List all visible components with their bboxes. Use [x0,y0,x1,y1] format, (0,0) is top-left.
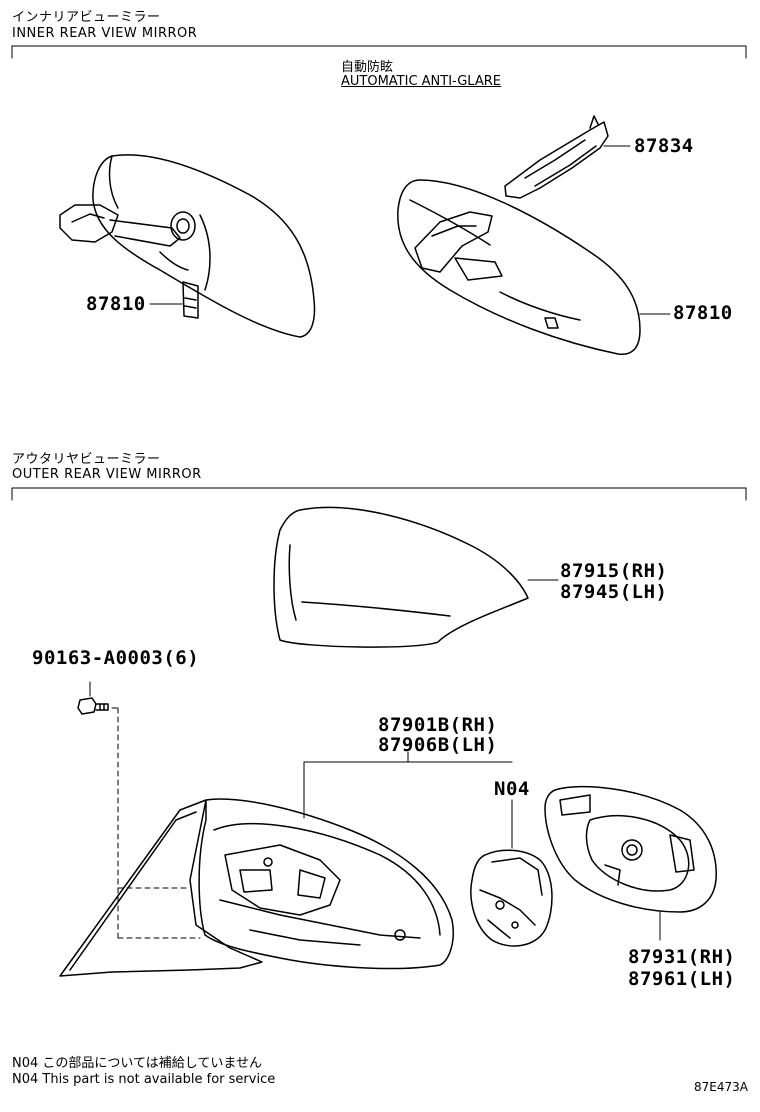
part-number-87834[interactable]: 87834 [634,135,694,157]
part-number-87906b-lh[interactable]: 87906B(LH) [378,734,498,756]
part-number-87945-lh[interactable]: 87945(LH) [560,581,668,603]
mirror-motor [470,849,553,947]
outer-section-title-en: OUTER REAR VIEW MIRROR [12,467,202,482]
screw [77,681,109,715]
part-number-90163-a0003[interactable]: 90163-A0003(6) [32,647,200,669]
inner-mirror-left [59,154,316,338]
diagram-code: 87E473A [694,1080,748,1094]
auto-antiglare-label-en: AUTOMATIC ANTI-GLARE [341,74,501,89]
part-number-87810-right[interactable]: 87810 [673,302,733,324]
service-note-en: N04 This part is not available for servi… [12,1072,276,1087]
part-number-n04[interactable]: N04 [494,778,530,800]
inner-leader-lines [149,145,671,315]
service-note-jp: N04 この部品については補給していません [12,1056,262,1071]
auto-antiglare-label-jp: 自動防眩 [341,60,394,75]
part-number-87915-rh[interactable]: 87915(RH) [560,560,668,582]
inner-section-bracket [11,45,747,59]
inner-section-title-jp: インナリアビューミラー [12,10,161,25]
part-number-87810-left[interactable]: 87810 [86,293,146,315]
mirror-base-assembly [59,798,454,977]
outer-section-title-jp: アウタリヤビューミラー [12,452,161,467]
outer-section-bracket [11,487,747,501]
part-number-87931-rh[interactable]: 87931(RH) [628,946,736,968]
inner-section-title-en: INNER REAR VIEW MIRROR [12,26,198,41]
part-number-87961-lh[interactable]: 87961(LH) [628,968,736,990]
dashed-guides [111,707,201,939]
mirror-cover [273,506,529,648]
part-number-87901b-rh[interactable]: 87901B(RH) [378,714,498,736]
inner-mirror-right [397,115,641,356]
mirror-glass [544,785,717,913]
assembly-bracket [303,751,513,849]
